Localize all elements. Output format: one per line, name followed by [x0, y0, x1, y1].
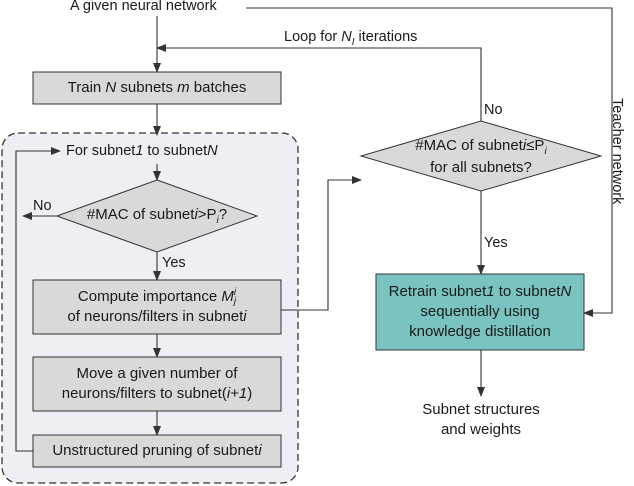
retrain-one: 1 [486, 282, 495, 300]
mac-gt: >P [197, 205, 217, 223]
loop-label: Loop for NI iterations [284, 28, 417, 49]
move-box-shape [32, 356, 282, 412]
for-loop-label: For subnet1 to subnetN [66, 142, 218, 161]
move-close: ) [247, 385, 253, 402]
prune-text: Unstructured pruning of subnet [52, 441, 259, 459]
retrain-line3: knowledge distillation [409, 323, 551, 341]
train-p3: batches [189, 78, 247, 96]
arrow-compute-to-all-diamond [281, 176, 362, 311]
prune-i: i [258, 441, 262, 459]
output-line2: and weights [440, 421, 522, 438]
all-i: i [522, 136, 527, 154]
all-le: ≤P [526, 136, 545, 154]
for-p1: For subnet [66, 143, 136, 159]
train-box: Train N subnets m batches [33, 72, 281, 104]
compute-line1: Compute importance [77, 287, 222, 305]
retrain-box-shape [375, 273, 585, 351]
all-sub: i [544, 145, 547, 157]
loop-suffix: iterations [354, 29, 418, 45]
mac-text: #MAC of subnet [86, 205, 195, 223]
move-line1: Move a given number of [76, 364, 238, 382]
mac-diamond-label: #MAC of subneti>Pi? [57, 200, 257, 232]
train-p2: subnets [116, 78, 178, 96]
arrow-prune-loop-back [15, 147, 61, 452]
yes-right-label: Yes [484, 234, 508, 253]
train-box-shape [32, 71, 282, 105]
loop-var: N [341, 29, 352, 45]
for-one: 1 [135, 143, 144, 159]
for-n: N [207, 143, 218, 159]
loop-sub: I [351, 36, 355, 48]
all-subnets-diamond-label: #MAC of subneti≤Pi for all subnets? [371, 136, 591, 178]
compute-line2: of neurons/filters in subnet [67, 308, 244, 325]
arrow-teacher-network [246, 7, 613, 317]
retrain-p2: to subnet [494, 282, 561, 300]
all-line2: for all subnets? [430, 159, 532, 177]
unstructured-pruning-box: Unstructured pruning of subneti [33, 435, 281, 467]
prune-box-shape [32, 434, 282, 468]
retrain-n: N [560, 282, 572, 300]
output-line1: Subnet structures [422, 400, 540, 418]
no-top-text: No [484, 102, 503, 118]
move-line2: neurons/filters to subnet( [61, 385, 227, 402]
compute-sup: i [233, 286, 237, 298]
no-left-text: No [33, 198, 52, 214]
for-p2: to subnet [143, 143, 208, 159]
loop-prefix: Loop for [284, 29, 342, 45]
title-text: A given neural network [70, 0, 217, 14]
retrain-line2: sequentially using [420, 302, 540, 320]
yes-mid-label: Yes [162, 254, 186, 273]
mac-sub: i [216, 214, 219, 226]
retrain-p1: Retrain subnet [388, 282, 487, 300]
train-n: N [105, 78, 117, 96]
yes-mid-text: Yes [162, 255, 186, 271]
output-label: Subnet structures and weights [396, 398, 566, 442]
move-neurons-box: Move a given number of neurons/filters t… [33, 357, 281, 411]
compute-i: i [243, 308, 247, 325]
arrow-all-no-loop [156, 44, 482, 121]
title-label: A given neural network [70, 0, 217, 16]
move-i1: i+1 [226, 385, 248, 402]
mac-i: i [194, 205, 198, 223]
no-top-label: No [484, 101, 503, 120]
yes-right-text: Yes [484, 235, 508, 251]
teacher-text: Teacher network [609, 98, 625, 205]
retrain-box: Retrain subnet1 to subnetN sequentially … [376, 274, 584, 350]
teacher-network-label: Teacher network [607, 98, 626, 204]
no-left-label: No [33, 197, 52, 216]
compute-sub: j [233, 295, 237, 307]
all-line1a: #MAC of subnet [415, 136, 523, 154]
compute-M: M [221, 287, 234, 305]
train-m: m [177, 78, 190, 96]
train-p1: Train [67, 78, 106, 96]
mac-q: ? [218, 205, 228, 223]
